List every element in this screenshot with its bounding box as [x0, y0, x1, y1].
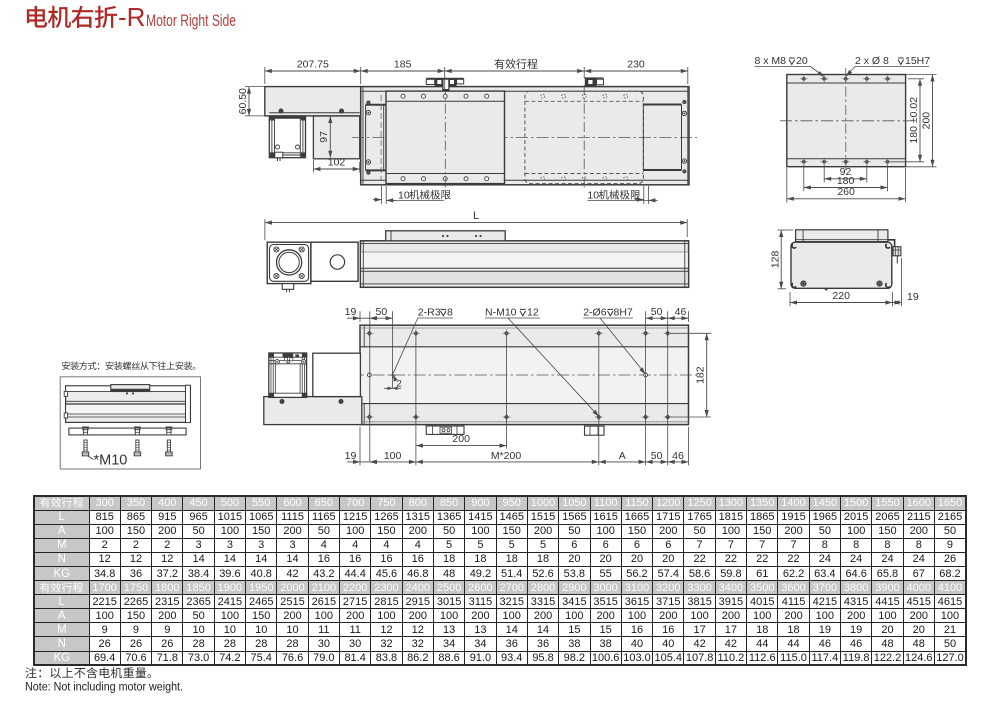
svg-text:19: 19	[345, 306, 357, 318]
svg-text:M*200: M*200	[491, 450, 522, 462]
svg-text:180 ±0.02: 180 ±0.02	[908, 97, 920, 144]
svg-text:220: 220	[832, 290, 850, 302]
svg-text:185: 185	[394, 59, 412, 71]
svg-text:N-M10: N-M10	[485, 306, 517, 318]
svg-text:A: A	[619, 450, 626, 462]
svg-text:*M10: *M10	[94, 453, 128, 469]
svg-text:207.75: 207.75	[297, 59, 329, 71]
svg-text:60.50: 60.50	[237, 88, 249, 114]
svg-text:2-Ø6: 2-Ø6	[583, 306, 607, 318]
svg-text:10: 10	[587, 189, 599, 201]
svg-text:92: 92	[840, 166, 852, 178]
svg-text:10: 10	[398, 189, 410, 201]
svg-text:100: 100	[384, 450, 402, 462]
svg-text:8: 8	[447, 306, 453, 318]
svg-text:19: 19	[907, 291, 919, 303]
svg-text:2 x Ø 8: 2 x Ø 8	[855, 55, 889, 67]
svg-text:128: 128	[769, 251, 781, 269]
svg-text:102: 102	[328, 157, 346, 169]
svg-text:46: 46	[672, 450, 684, 462]
svg-text:50: 50	[376, 306, 388, 318]
svg-text:8H7: 8H7	[614, 306, 633, 318]
svg-text:200: 200	[920, 112, 932, 130]
svg-text:46: 46	[675, 306, 687, 318]
svg-text:200: 200	[452, 433, 470, 445]
svg-text:180: 180	[837, 175, 855, 187]
svg-text:260: 260	[837, 186, 855, 198]
svg-text:L: L	[473, 210, 479, 222]
svg-text:Motor Right Side: Motor Right Side	[146, 12, 236, 30]
svg-text:2-R3: 2-R3	[418, 306, 441, 318]
svg-text:97: 97	[318, 131, 330, 143]
svg-text:19: 19	[345, 450, 357, 462]
svg-text:8 x M8: 8 x M8	[755, 55, 787, 67]
svg-text:2: 2	[397, 378, 402, 389]
svg-text:20: 20	[796, 55, 808, 67]
svg-text:Note: Not including motor weig: Note: Not including motor weight.	[25, 682, 183, 694]
svg-text:12: 12	[527, 306, 539, 318]
svg-text:50: 50	[651, 450, 663, 462]
svg-text:182: 182	[695, 366, 707, 384]
svg-text:50: 50	[651, 306, 663, 318]
svg-text:230: 230	[627, 59, 645, 71]
svg-text:-R: -R	[118, 2, 145, 32]
svg-text:15H7: 15H7	[905, 55, 930, 67]
